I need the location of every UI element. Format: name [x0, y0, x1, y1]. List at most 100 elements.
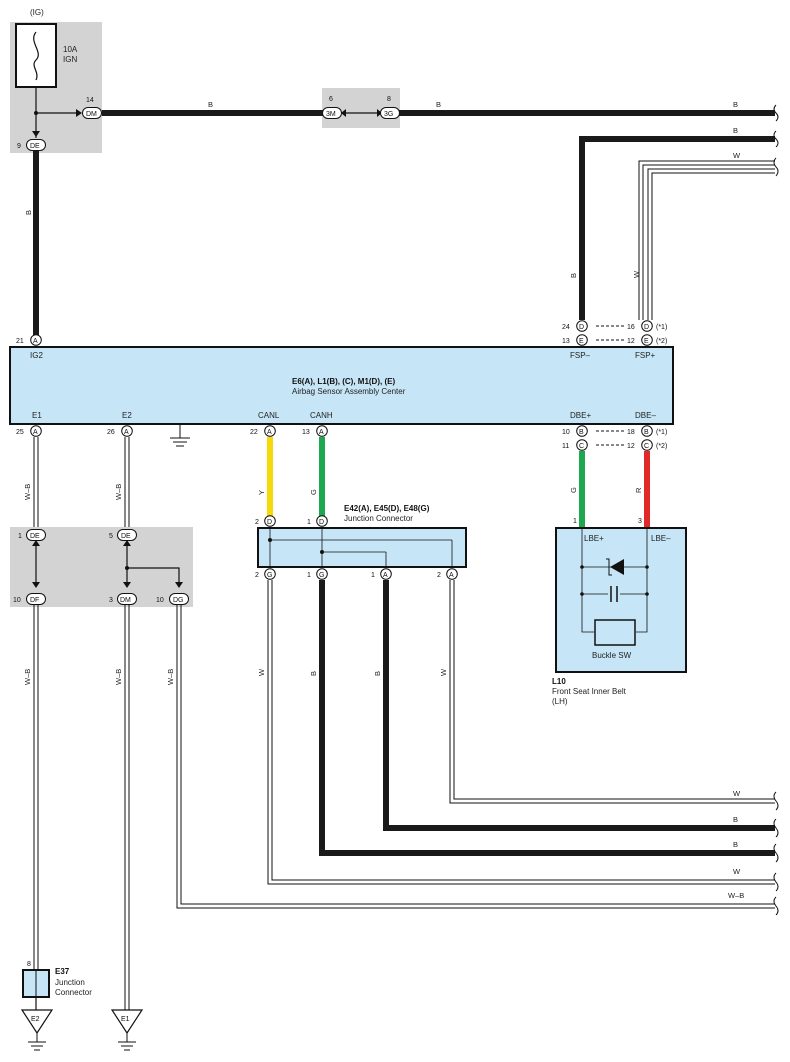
connector-a13-code: A	[319, 429, 324, 436]
wire-b-4: B	[733, 126, 738, 135]
e37-code: E37	[55, 967, 70, 976]
airbag-subtitle: Airbag Sensor Assembly Center	[292, 387, 406, 396]
connector-de9-code: DE	[30, 143, 40, 150]
wire-right-b-1: B	[733, 815, 738, 824]
connector-a25-pin: 25	[16, 429, 24, 436]
connector-e13-code: E	[579, 338, 584, 345]
e37-name-1: Junction	[55, 978, 85, 987]
connector-d24-code: D	[579, 324, 584, 331]
connector-a25-code: A	[33, 429, 38, 436]
connector-d24-pin: 24	[562, 324, 570, 331]
airbag-canh: CANH	[310, 411, 333, 420]
connector-a13-pin: 13	[302, 429, 310, 436]
connector-a26-pin: 26	[107, 429, 115, 436]
connector-ja1-code: A	[383, 572, 388, 579]
connector-3g-code: 3G	[384, 111, 393, 118]
connector-a21-pin: 21	[16, 338, 24, 345]
connector-3m-pin: 6	[329, 96, 333, 103]
connector-dm14-pin: 14	[86, 97, 94, 104]
connector-e12-pin: 12	[627, 338, 635, 345]
connector-e12-code: E	[644, 338, 649, 345]
connector-dm14-code: DM	[86, 111, 97, 118]
connector-b18-note: (*1)	[656, 429, 667, 436]
connector-de5-pin: 5	[109, 533, 113, 540]
connector-df10-pin: 10	[13, 597, 21, 604]
fuse-box	[15, 23, 57, 88]
connector-jd1-pin: 1	[307, 519, 311, 526]
connector-d16-code: D	[644, 324, 649, 331]
connector-jg1-code: G	[319, 572, 324, 579]
e37-pin: 8	[27, 961, 31, 968]
connector-jg2-code: G	[267, 572, 272, 579]
wire-b-vert-left: B	[24, 210, 33, 215]
connector-b10-code: B	[579, 429, 584, 436]
connector-de5-code: DE	[121, 533, 131, 540]
airbag-dbe-minus: DBE–	[635, 411, 656, 420]
buckle-switch-icon	[594, 619, 636, 646]
connector-dm3-code: DM	[120, 597, 131, 604]
connector-a22-pin: 22	[250, 429, 258, 436]
wire-w-b: W	[439, 668, 448, 676]
wire-right-w-1: W	[733, 789, 741, 798]
airbag-fsp-plus: FSP+	[635, 351, 656, 360]
airbag-e2: E2	[122, 411, 132, 420]
connector-a26-code: A	[124, 429, 129, 436]
wire-b-b: B	[373, 671, 382, 676]
connector-e13-pin: 13	[562, 338, 570, 345]
wire-b-a: B	[309, 671, 318, 676]
wire-wb-3: W–B	[23, 669, 32, 685]
ground-e2-icon	[20, 1009, 54, 1035]
wire-g-2: G	[569, 487, 578, 493]
wire-right-b-2: B	[733, 840, 738, 849]
wire-wb-2: W–B	[114, 484, 123, 500]
connector-3g-pin: 8	[387, 96, 391, 103]
connector-c12-note: (*2)	[656, 443, 667, 450]
wire-g-1: G	[309, 489, 318, 495]
belt-switch-label: Buckle SW	[592, 651, 632, 660]
seat-belt-module	[555, 527, 687, 673]
connector-c11-code: C	[579, 443, 584, 450]
connector-dg10-pin: 10	[156, 597, 164, 604]
connector-ja2-pin: 2	[437, 572, 441, 579]
airbag-sensor-module	[9, 346, 674, 425]
wire-b-2: B	[436, 100, 441, 109]
connector-a21-code: A	[33, 338, 38, 345]
ground-e2-label: E2	[31, 1016, 40, 1023]
junction-subtitle: Junction Connector	[344, 514, 413, 523]
airbag-e1: E1	[32, 411, 42, 420]
belt-lbe-minus: LBE–	[651, 534, 671, 543]
wire-right-w-2: W	[733, 867, 741, 876]
wire-wb-1: W–B	[23, 484, 32, 500]
connector-jd1-code: D	[319, 519, 324, 526]
connector-jd2-pin: 2	[255, 519, 259, 526]
connector-ja1-pin: 1	[371, 572, 375, 579]
connector-b10-pin: 10	[562, 429, 570, 436]
ground-e1-icon	[110, 1009, 144, 1035]
airbag-canl: CANL	[258, 411, 280, 420]
airbag-dbe-plus: DBE+	[570, 411, 591, 420]
connector-d16-pin: 16	[627, 324, 635, 331]
belt-pin-plus: 1	[573, 518, 577, 525]
connector-c11-pin: 11	[562, 443, 569, 450]
fuse-top-label: (IG)	[30, 8, 44, 17]
connector-b18-code: B	[644, 429, 649, 436]
belt-side: (LH)	[552, 697, 568, 706]
wire-b-1: B	[208, 100, 213, 109]
connector-c12-code: C	[644, 443, 649, 450]
wire-y: Y	[257, 490, 266, 495]
belt-pin-minus: 3	[638, 518, 642, 525]
e37-name-2: Connector	[55, 988, 92, 997]
wire-r: R	[634, 487, 643, 493]
connector-e12-note: (*2)	[656, 338, 667, 345]
junction-connector-box	[257, 527, 467, 568]
connector-a22-code: A	[267, 429, 272, 436]
wire-b-3: B	[733, 100, 738, 109]
airbag-fsp-minus: FSP–	[570, 351, 591, 360]
connector-jd2-code: D	[267, 519, 272, 526]
fuse-name: IGN	[63, 55, 77, 64]
wire-right-wb: W–B	[728, 891, 744, 900]
wire-w-vert-right: W	[632, 270, 641, 278]
connector-de1-pin: 1	[18, 533, 22, 540]
ground-e1-label: E1	[121, 1016, 130, 1023]
